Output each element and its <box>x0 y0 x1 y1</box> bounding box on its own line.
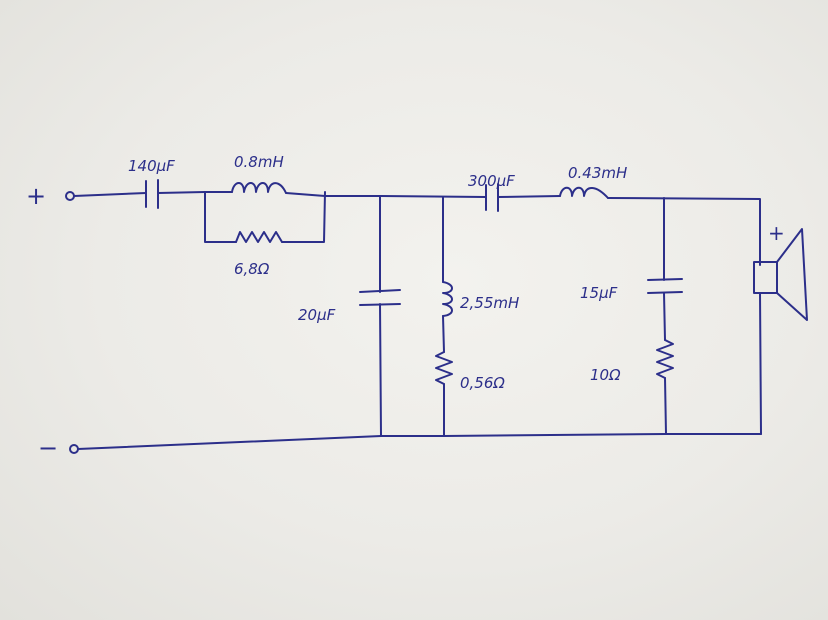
wire-c1-to-parallel <box>157 191 206 194</box>
wire-l2-to-speaker <box>607 197 761 266</box>
capacitor-c-shunt <box>359 289 401 306</box>
capacitor-c-zobel <box>647 278 683 294</box>
wire-input <box>73 192 147 197</box>
label-l2: 0.43mH <box>568 164 627 182</box>
negative-terminal: − <box>38 434 79 462</box>
positive-terminal: + <box>26 182 75 210</box>
label-c-zobel: 15µF <box>580 284 618 302</box>
capacitor-c2 <box>485 183 499 212</box>
speaker-plus-sign: + <box>768 221 785 245</box>
label-l-shunt: 2,55mH <box>460 294 519 312</box>
wire-ground-return <box>77 433 762 450</box>
inductor-l1 <box>231 182 287 194</box>
resistor-r1 <box>235 231 283 243</box>
wire-speaker-return <box>759 292 762 435</box>
label-c2: 300µF <box>468 172 515 190</box>
label-l1: 0.8mH <box>234 153 284 171</box>
resistor-r-shunt <box>435 351 453 385</box>
label-r-zobel: 10Ω <box>590 366 621 384</box>
capacitor-c1 <box>145 179 159 209</box>
parallel-block-frame <box>204 191 326 243</box>
wire-shunt-rl <box>442 196 445 437</box>
label-r1: 6,8Ω <box>234 260 270 278</box>
resistor-r-zobel <box>656 339 674 379</box>
inductor-l2 <box>559 186 609 199</box>
wire-parallel-to-node <box>324 195 487 198</box>
label-r-shunt: 0,56Ω <box>460 374 505 392</box>
label-c-shunt: 20µF <box>298 306 336 324</box>
negative-terminal-node <box>69 444 79 454</box>
inductor-l-shunt <box>442 281 453 317</box>
speaker-icon <box>753 228 808 321</box>
wire-c2-to-l2 <box>497 195 561 198</box>
negative-sign: − <box>38 434 58 462</box>
positive-terminal-node <box>65 191 75 201</box>
wire-zobel <box>663 197 667 435</box>
wire-shunt-cap <box>379 195 382 437</box>
label-c1: 140µF <box>128 157 175 175</box>
positive-sign: + <box>26 182 46 210</box>
